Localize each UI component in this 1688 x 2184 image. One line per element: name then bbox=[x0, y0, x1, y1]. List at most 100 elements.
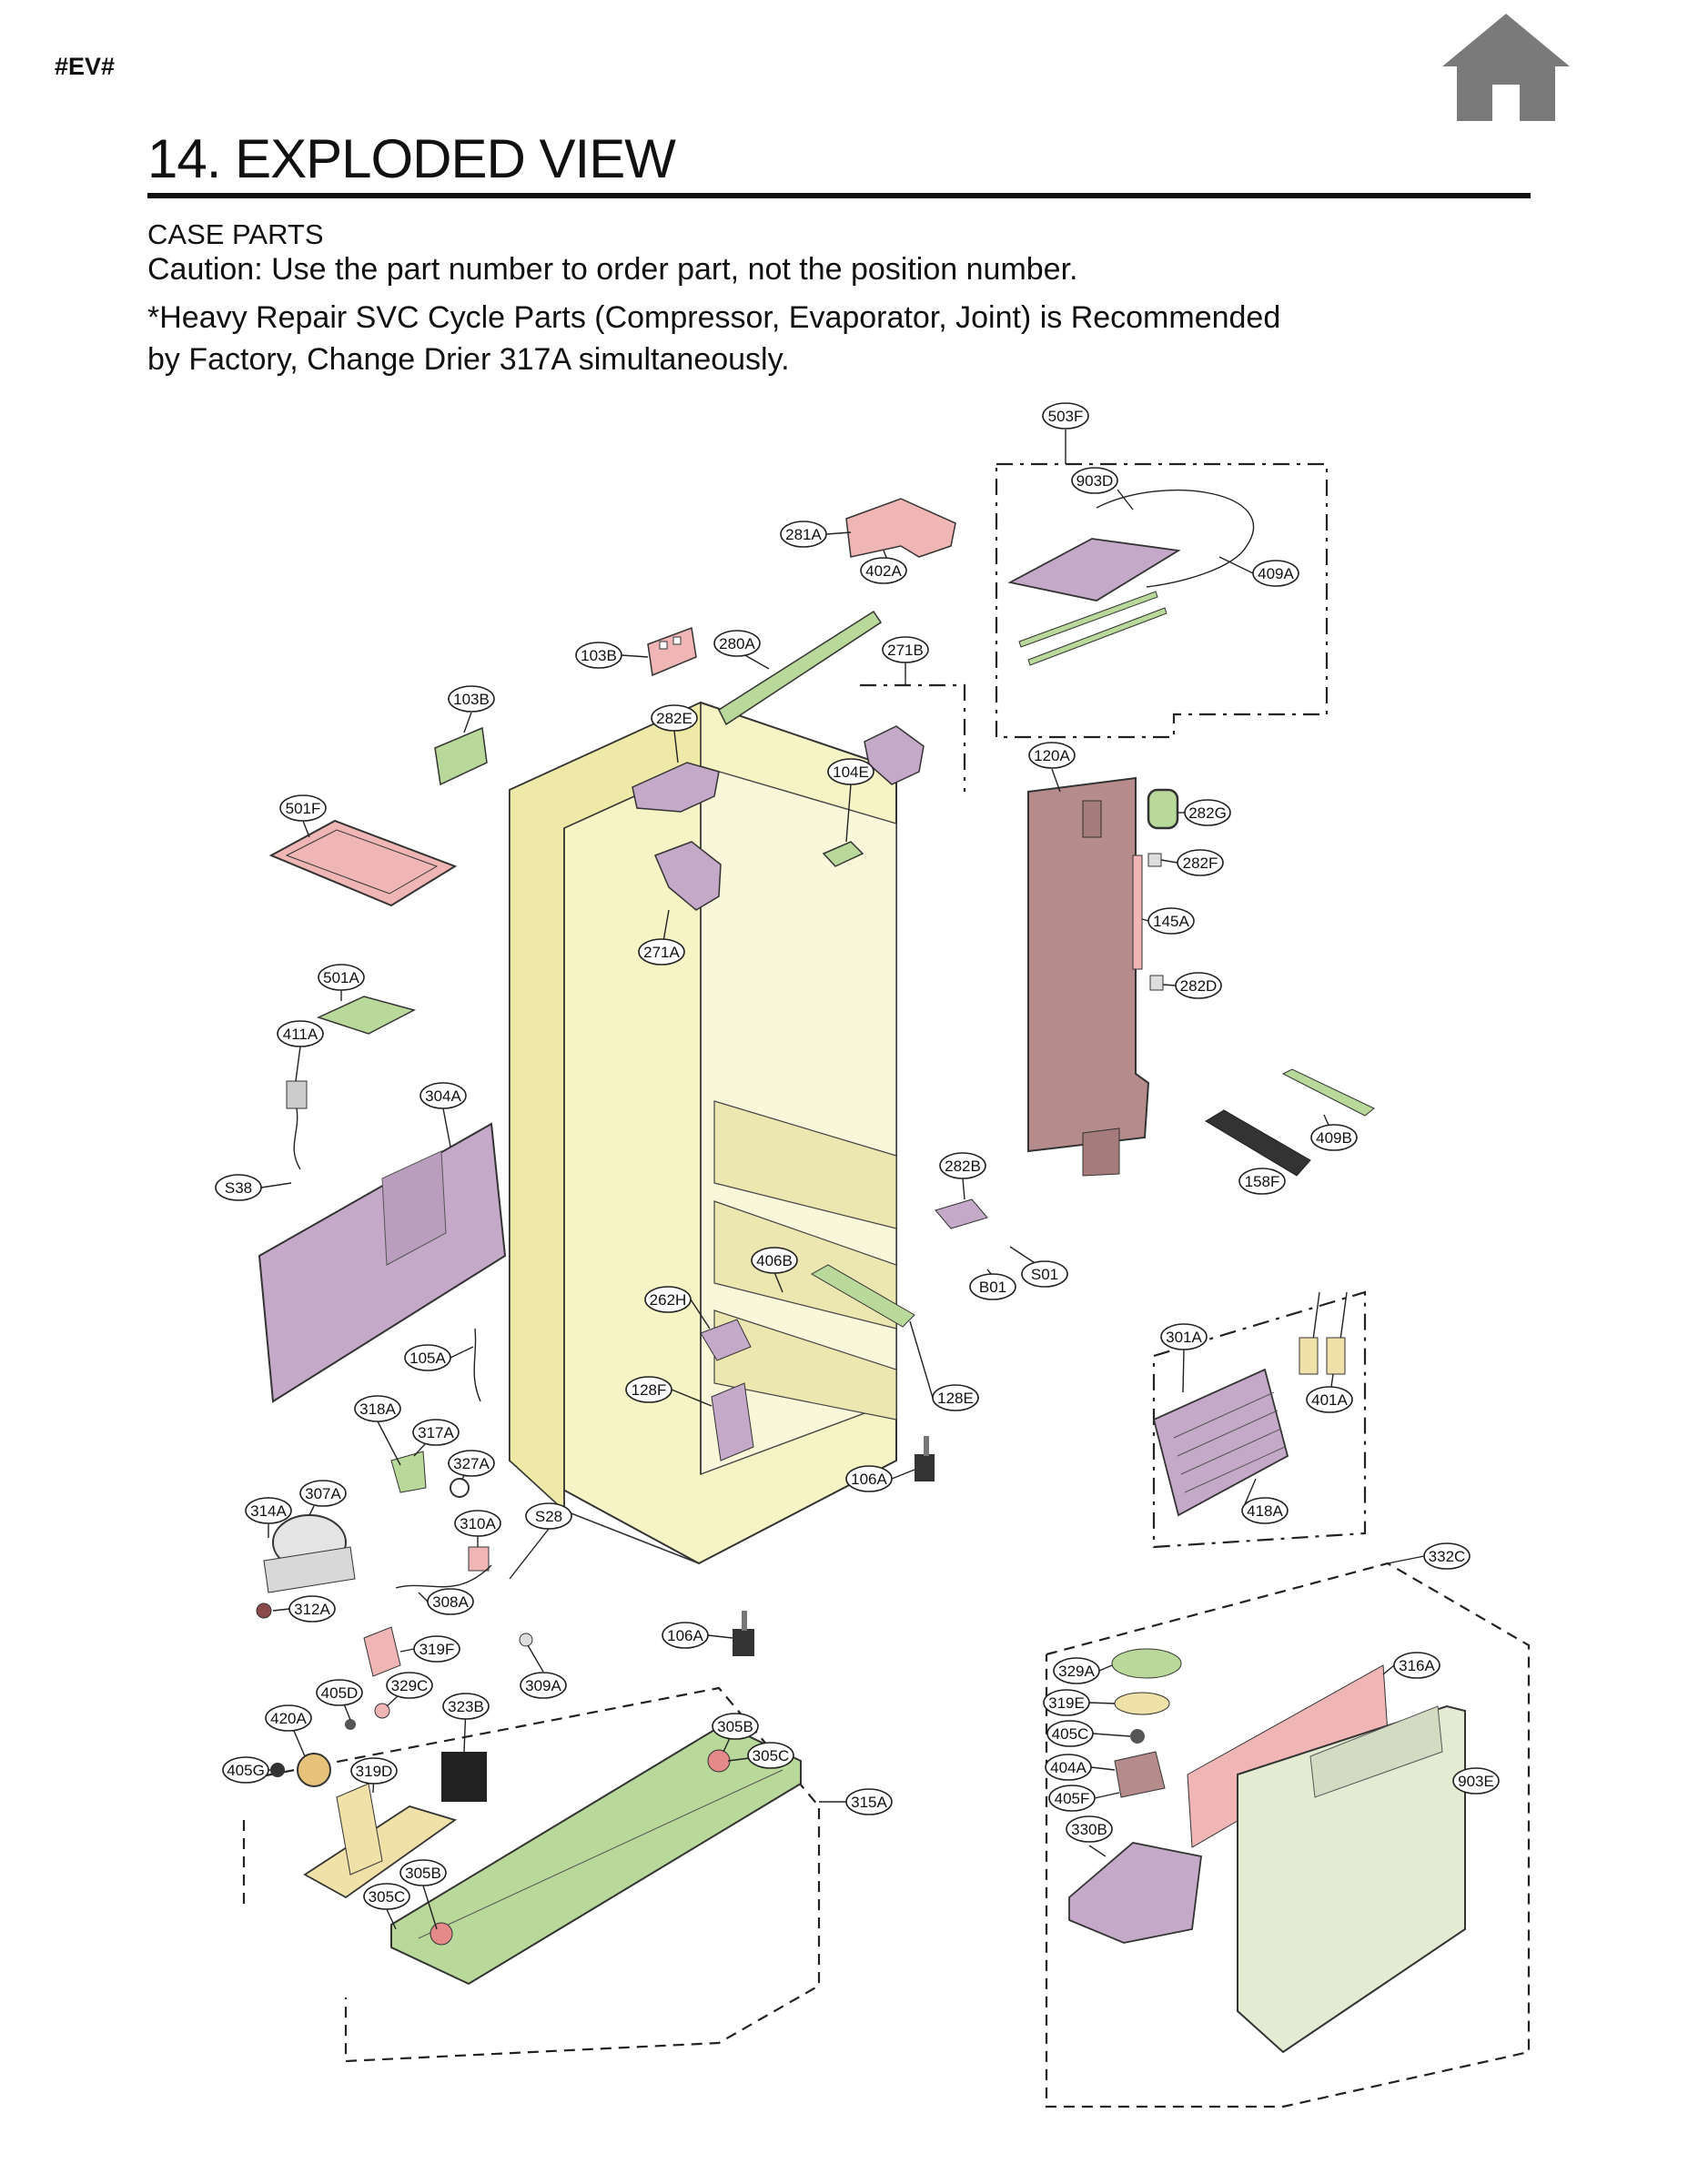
filter-158F bbox=[1205, 1109, 1311, 1177]
title-rule bbox=[147, 193, 1531, 198]
svg-text:282B: 282B bbox=[945, 1158, 981, 1175]
svg-text:282F: 282F bbox=[1183, 854, 1218, 872]
group-box-301A bbox=[1152, 1290, 1367, 1549]
part-312A bbox=[256, 1603, 272, 1619]
svg-text:409B: 409B bbox=[1316, 1129, 1352, 1147]
svg-text:S38: S38 bbox=[225, 1179, 252, 1197]
svg-text:305B: 305B bbox=[717, 1718, 753, 1735]
label-319E: 319E bbox=[1043, 1689, 1090, 1716]
label-404A: 404A bbox=[1045, 1754, 1092, 1781]
label-282D: 282D bbox=[1175, 972, 1222, 999]
label-405G: 405G bbox=[222, 1756, 269, 1784]
svg-text:318A: 318A bbox=[359, 1400, 396, 1418]
label-305B-2: 305B bbox=[399, 1859, 447, 1886]
label-409B: 409B bbox=[1310, 1124, 1358, 1151]
label-305C-2: 305C bbox=[363, 1883, 410, 1910]
label-903D: 903D bbox=[1071, 467, 1118, 494]
bracket-409B bbox=[1281, 1068, 1375, 1117]
cabinet bbox=[509, 701, 897, 1565]
label-401A: 401A bbox=[1306, 1386, 1353, 1413]
svg-text:401A: 401A bbox=[1311, 1391, 1348, 1409]
label-903E: 903E bbox=[1452, 1767, 1500, 1795]
group-box-271B bbox=[860, 683, 966, 792]
label-314A: 314A bbox=[245, 1497, 292, 1524]
label-B01: B01 bbox=[969, 1273, 1016, 1300]
label-271B: 271B bbox=[882, 636, 929, 663]
heater-145A bbox=[1132, 854, 1143, 970]
svg-text:282E: 282E bbox=[656, 710, 692, 727]
label-402A: 402A bbox=[860, 557, 907, 584]
svg-text:120A: 120A bbox=[1034, 747, 1070, 764]
label-411A: 411A bbox=[277, 1020, 324, 1047]
label-280A: 280A bbox=[713, 630, 761, 657]
svg-text:145A: 145A bbox=[1153, 913, 1189, 930]
label-319D: 319D bbox=[350, 1757, 398, 1785]
label-312A: 312A bbox=[288, 1595, 336, 1623]
svg-text:411A: 411A bbox=[283, 1026, 318, 1043]
cover-501F bbox=[268, 819, 458, 907]
svg-text:304A: 304A bbox=[425, 1087, 461, 1105]
svg-text:314A: 314A bbox=[250, 1502, 287, 1520]
svg-text:106A: 106A bbox=[851, 1471, 887, 1488]
svg-text:103B: 103B bbox=[453, 691, 490, 708]
label-319F: 319F bbox=[413, 1635, 460, 1663]
back-cover-304A bbox=[258, 1122, 507, 1403]
page-tag: #EV# bbox=[55, 53, 116, 80]
svg-text:402A: 402A bbox=[865, 562, 902, 580]
svg-text:404A: 404A bbox=[1050, 1759, 1087, 1776]
svg-text:128F: 128F bbox=[632, 1381, 667, 1399]
repair-note-line1: *Heavy Repair SVC Cycle Parts (Compresso… bbox=[147, 300, 1281, 335]
label-281A: 281A bbox=[780, 521, 827, 548]
svg-text:903E: 903E bbox=[1458, 1773, 1494, 1790]
label-128E: 128E bbox=[932, 1384, 979, 1411]
label-S38: S38 bbox=[215, 1174, 262, 1201]
svg-text:271B: 271B bbox=[887, 642, 924, 659]
section-title: CASE PARTS bbox=[147, 218, 324, 250]
housing-330B bbox=[1068, 1842, 1202, 1944]
label-501F: 501F bbox=[279, 794, 327, 822]
label-282G: 282G bbox=[1184, 799, 1231, 826]
svg-text:405C: 405C bbox=[1052, 1725, 1089, 1743]
fan-motor-420A bbox=[297, 1753, 331, 1787]
svg-text:319D: 319D bbox=[356, 1763, 393, 1780]
wire-105A bbox=[473, 1328, 481, 1402]
label-501A: 501A bbox=[318, 964, 365, 991]
relay-310A bbox=[468, 1546, 490, 1572]
label-104E: 104E bbox=[827, 758, 874, 785]
part-405D bbox=[345, 1719, 356, 1730]
label-316A: 316A bbox=[1393, 1652, 1440, 1679]
drier-317A bbox=[390, 1451, 427, 1493]
control-box-281A bbox=[845, 498, 956, 558]
svg-text:B01: B01 bbox=[979, 1279, 1006, 1296]
label-282E: 282E bbox=[651, 704, 698, 732]
bracket-319D bbox=[303, 1783, 458, 1899]
evaporator-301A bbox=[1152, 1368, 1289, 1517]
label-103B-left: 103B bbox=[448, 685, 495, 713]
label-503F: 503F bbox=[1042, 402, 1089, 430]
svg-text:323B: 323B bbox=[448, 1698, 484, 1715]
svg-text:315A: 315A bbox=[851, 1794, 887, 1811]
label-158F: 158F bbox=[1238, 1168, 1286, 1195]
label-120A: 120A bbox=[1028, 742, 1076, 769]
home-icon[interactable] bbox=[1442, 14, 1570, 121]
label-323B: 323B bbox=[442, 1693, 490, 1720]
compressor-307A bbox=[263, 1514, 356, 1593]
leveling-foot-106A-1 bbox=[915, 1436, 935, 1481]
label-317A: 317A bbox=[412, 1419, 460, 1446]
label-106A-2: 106A bbox=[662, 1622, 709, 1649]
svg-text:409A: 409A bbox=[1258, 565, 1294, 582]
svg-text:301A: 301A bbox=[1166, 1329, 1202, 1346]
label-S28: S28 bbox=[525, 1502, 572, 1530]
svg-text:330B: 330B bbox=[1071, 1821, 1107, 1838]
svg-text:103B: 103B bbox=[581, 647, 617, 664]
label-330B: 330B bbox=[1066, 1815, 1113, 1843]
svg-text:S01: S01 bbox=[1031, 1266, 1058, 1283]
fan-329A bbox=[1111, 1648, 1182, 1679]
label-309A: 309A bbox=[520, 1672, 567, 1699]
base-plate-315A bbox=[390, 1723, 802, 1986]
repair-note-line2: by Factory, Change Drier 317A simultaneo… bbox=[147, 342, 790, 377]
svg-text:329A: 329A bbox=[1058, 1663, 1095, 1680]
svg-text:327A: 327A bbox=[453, 1455, 490, 1472]
harness-308A bbox=[395, 1564, 492, 1589]
